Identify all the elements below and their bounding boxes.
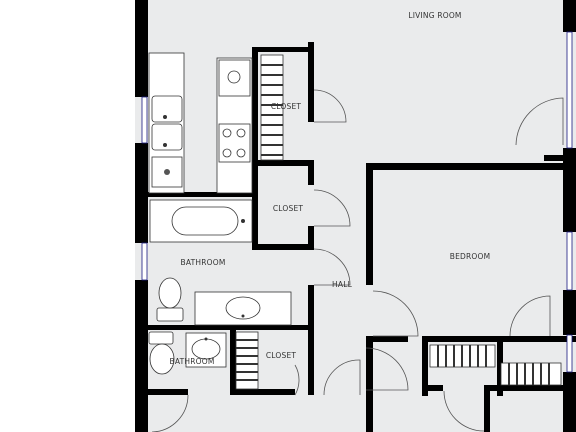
room-labels: LIVING ROOM CLOSET CLOSET BATHROOM BEDRO…: [169, 11, 490, 366]
double-sink-icon: [151, 95, 183, 151]
shelf-bedroom-closet-left: [429, 344, 496, 368]
toilet-icon: [156, 277, 184, 322]
closet-shelves: [235, 54, 562, 390]
shelf-kitchen-closet: [260, 54, 284, 161]
bathroom-fixtures: [148, 199, 292, 375]
room-label-bedroom: BEDROOM: [450, 252, 491, 261]
room-label-living-room: LIVING ROOM: [408, 11, 461, 20]
shelf-lower-closet: [235, 331, 259, 390]
doors: [151, 89, 564, 432]
kitchen-fixtures: [148, 52, 253, 194]
room-label-hall: HALL: [332, 280, 353, 289]
vanity-sink-icon: [194, 291, 292, 326]
refrigerator-icon: [218, 59, 251, 97]
room-label-bathroom-small: BATHROOM: [169, 357, 214, 366]
room-label-bathroom-main: BATHROOM: [180, 258, 225, 267]
walls: [135, 0, 576, 432]
room-label-closet-middle: CLOSET: [273, 204, 304, 213]
small-vanity-sink-icon: [185, 332, 227, 368]
windows: [141, 31, 573, 373]
room-label-closet-kitchen: CLOSET: [271, 102, 302, 111]
shelf-bedroom-closet-right: [500, 362, 562, 386]
room-label-closet-lower: CLOSET: [266, 351, 297, 360]
dishwasher-icon: [151, 156, 183, 188]
stove-icon: [218, 123, 251, 163]
bathtub-icon: [149, 199, 253, 243]
small-toilet-icon: [148, 331, 175, 375]
